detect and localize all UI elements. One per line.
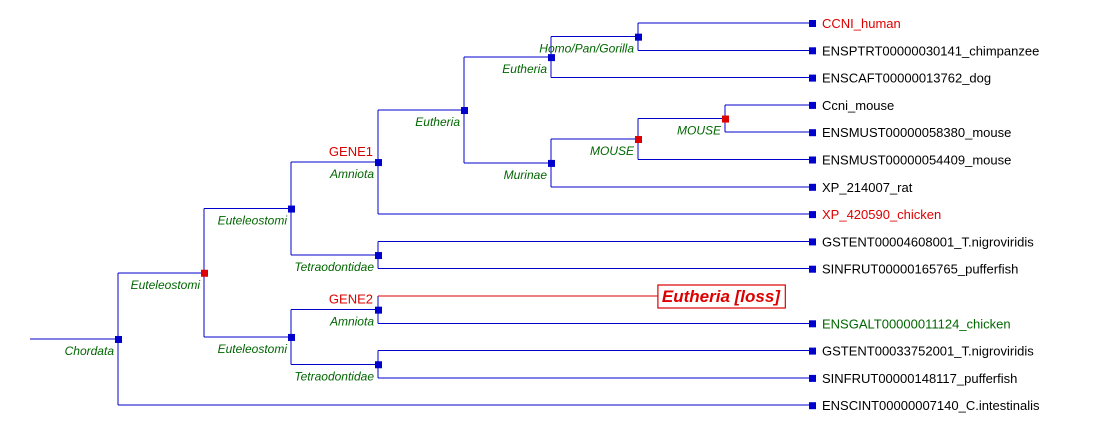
node-markers xyxy=(115,20,816,410)
speciation-node-marker xyxy=(461,107,468,115)
event-label-gene2: GENE2 xyxy=(329,292,373,307)
leaf-marker xyxy=(809,265,816,273)
node-label-euteleostomi: Euteleostomi xyxy=(218,342,288,356)
node-label-euteleostomi: Euteleostomi xyxy=(218,214,288,228)
node-label-eutheria: Eutheria xyxy=(415,115,460,129)
leaf-marker xyxy=(809,20,816,27)
speciation-node-marker xyxy=(635,33,642,41)
node-label-tetraodontidae: Tetraodontidae xyxy=(294,369,374,383)
node-label-mouse: MOUSE xyxy=(677,124,722,138)
duplication-node-marker xyxy=(722,115,729,123)
leaf-label-enscaft00000013762-dog: ENSCAFT00000013762_dog xyxy=(822,71,991,86)
leaf-label-ensgalt00000011124-chicken: ENSGALT00000011124_chicken xyxy=(822,316,1011,331)
leaf-label-xp-420590-chicken: XP_420590_chicken xyxy=(822,207,941,222)
leaf-marker xyxy=(809,129,816,137)
speciation-node-marker xyxy=(375,306,382,314)
tree-branches xyxy=(30,22,812,406)
node-label-homo-pan-gorilla: Homo/Pan/Gorilla xyxy=(539,42,634,56)
leaf-label-sinfrut00000165765-pufferfish: SINFRUT00000165765_pufferfish xyxy=(822,262,1018,277)
leaf-marker xyxy=(809,183,816,191)
event-label-gene1: GENE1 xyxy=(329,144,373,159)
leaf-marker xyxy=(809,156,816,164)
leaf-marker xyxy=(809,74,816,82)
loss-annotation-box xyxy=(657,284,786,309)
leaf-label-ensmust00000058380-mouse: ENSMUST00000058380_mouse xyxy=(822,125,1011,140)
node-label-amniota: Amniota xyxy=(329,167,374,181)
leaf-marker xyxy=(809,347,816,355)
node-label-euteleostomi: Euteleostomi xyxy=(131,278,201,292)
leaf-label-gstent00033752001-t-nigroviridis: GSTENT00033752001_T.nigroviridis xyxy=(822,344,1034,359)
duplication-node-marker xyxy=(201,269,208,277)
speciation-node-marker xyxy=(288,333,295,341)
leaf-label-gstent00004608001-t-nigroviridis: GSTENT00004608001_T.nigroviridis xyxy=(822,234,1034,249)
leaf-label-ensmust00000054409-mouse: ENSMUST00000054409_mouse xyxy=(822,153,1011,168)
leaf-marker xyxy=(809,238,816,246)
leaf-label-xp-214007-rat: XP_214007_rat xyxy=(822,180,913,195)
speciation-node-marker xyxy=(375,252,382,260)
speciation-node-marker xyxy=(115,335,122,343)
leaf-marker xyxy=(809,320,816,328)
node-label-amniota: Amniota xyxy=(329,315,374,329)
node-label-tetraodontidae: Tetraodontidae xyxy=(294,260,374,274)
leaf-label-ensptrt00000030141-chimpanzee: ENSPTRT00000030141_chimpanzee xyxy=(822,43,1039,58)
leaf-marker xyxy=(809,47,816,55)
tree-labels: ChordataEuteleostomiEuteleostomiAmniotaG… xyxy=(65,16,1040,413)
node-label-eutheria: Eutheria xyxy=(502,62,547,76)
duplication-node-marker xyxy=(635,136,642,144)
loss-annotation: Eutheria [loss] xyxy=(662,287,781,306)
speciation-node-marker xyxy=(548,54,555,62)
speciation-node-marker xyxy=(375,159,382,167)
leaf-marker xyxy=(809,374,816,382)
leaf-label-ccni-human: CCNI_human xyxy=(822,16,901,31)
leaf-marker xyxy=(809,101,816,109)
node-label-chordata: Chordata xyxy=(65,344,115,358)
leaf-marker xyxy=(809,402,816,410)
leaf-label-sinfrut00000148117-pufferfish: SINFRUT00000148117_pufferfish xyxy=(822,371,1017,386)
leaf-label-enscint00000007140-c-intestinalis: ENSCINT00000007140_C.intestinalis xyxy=(822,398,1040,413)
leaf-marker xyxy=(809,211,816,219)
leaf-label-ccni-mouse: Ccni_mouse xyxy=(822,98,894,113)
speciation-node-marker xyxy=(548,159,555,167)
node-label-murinae: Murinae xyxy=(504,168,548,182)
speciation-node-marker xyxy=(375,361,382,369)
speciation-node-marker xyxy=(288,205,295,213)
node-label-mouse: MOUSE xyxy=(590,144,635,158)
